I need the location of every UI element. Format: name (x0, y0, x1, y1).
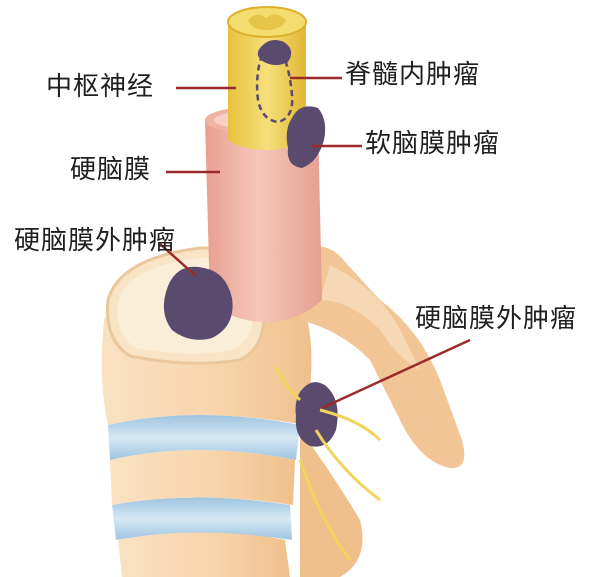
posterior-arch (296, 245, 465, 577)
extradural-tumor-mass-left (163, 266, 233, 340)
intramedullary-tumor-mass (257, 40, 292, 65)
extradural-tumor-mass-right (295, 382, 338, 447)
label-extradural-tumor-right: 硬脑膜外肿瘤 (415, 304, 578, 334)
leptomeningeal-tumor-mass (286, 106, 326, 168)
label-intramedullary-tumor: 脊髓内肿瘤 (345, 60, 481, 90)
nerve-roots (274, 365, 382, 561)
label-leptomeningeal-tumor: 软脑膜肿瘤 (365, 129, 501, 159)
label-central-nervous: 中枢神经 (46, 72, 155, 102)
intervertebral-disc-upper (108, 415, 300, 460)
tumor-outline-dashed (255, 51, 294, 124)
tumors (163, 40, 338, 447)
label-extradural-tumor-left: 硬脑膜外肿瘤 (14, 226, 177, 256)
label-dura: 硬脑膜 (70, 155, 152, 185)
leader-lines (159, 76, 471, 410)
intervertebral-disc-lower (112, 497, 292, 540)
